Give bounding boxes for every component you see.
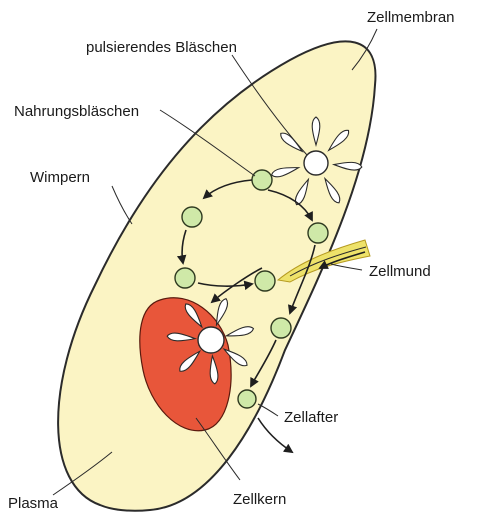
label-zellafter: Zellafter (284, 409, 338, 426)
food-vacuole (271, 318, 291, 338)
label-zellmund: Zellmund (369, 263, 431, 280)
food-vacuole (175, 268, 195, 288)
label-zellkern: Zellkern (233, 491, 286, 508)
label-wimpern: Wimpern (30, 169, 90, 186)
label-zellmembran: Zellmembran (367, 9, 455, 26)
food-vacuole (182, 207, 202, 227)
food-vacuole (308, 223, 328, 243)
food-vacuole (238, 390, 256, 408)
label-nahrungsblaeschen: Nahrungsbläschen (14, 103, 139, 120)
food-vacuole (252, 170, 272, 190)
label-pulsierendes-blaeschen: pulsierendes Bläschen (86, 39, 237, 56)
food-vacuole (255, 271, 275, 291)
label-plasma: Plasma (8, 495, 59, 512)
